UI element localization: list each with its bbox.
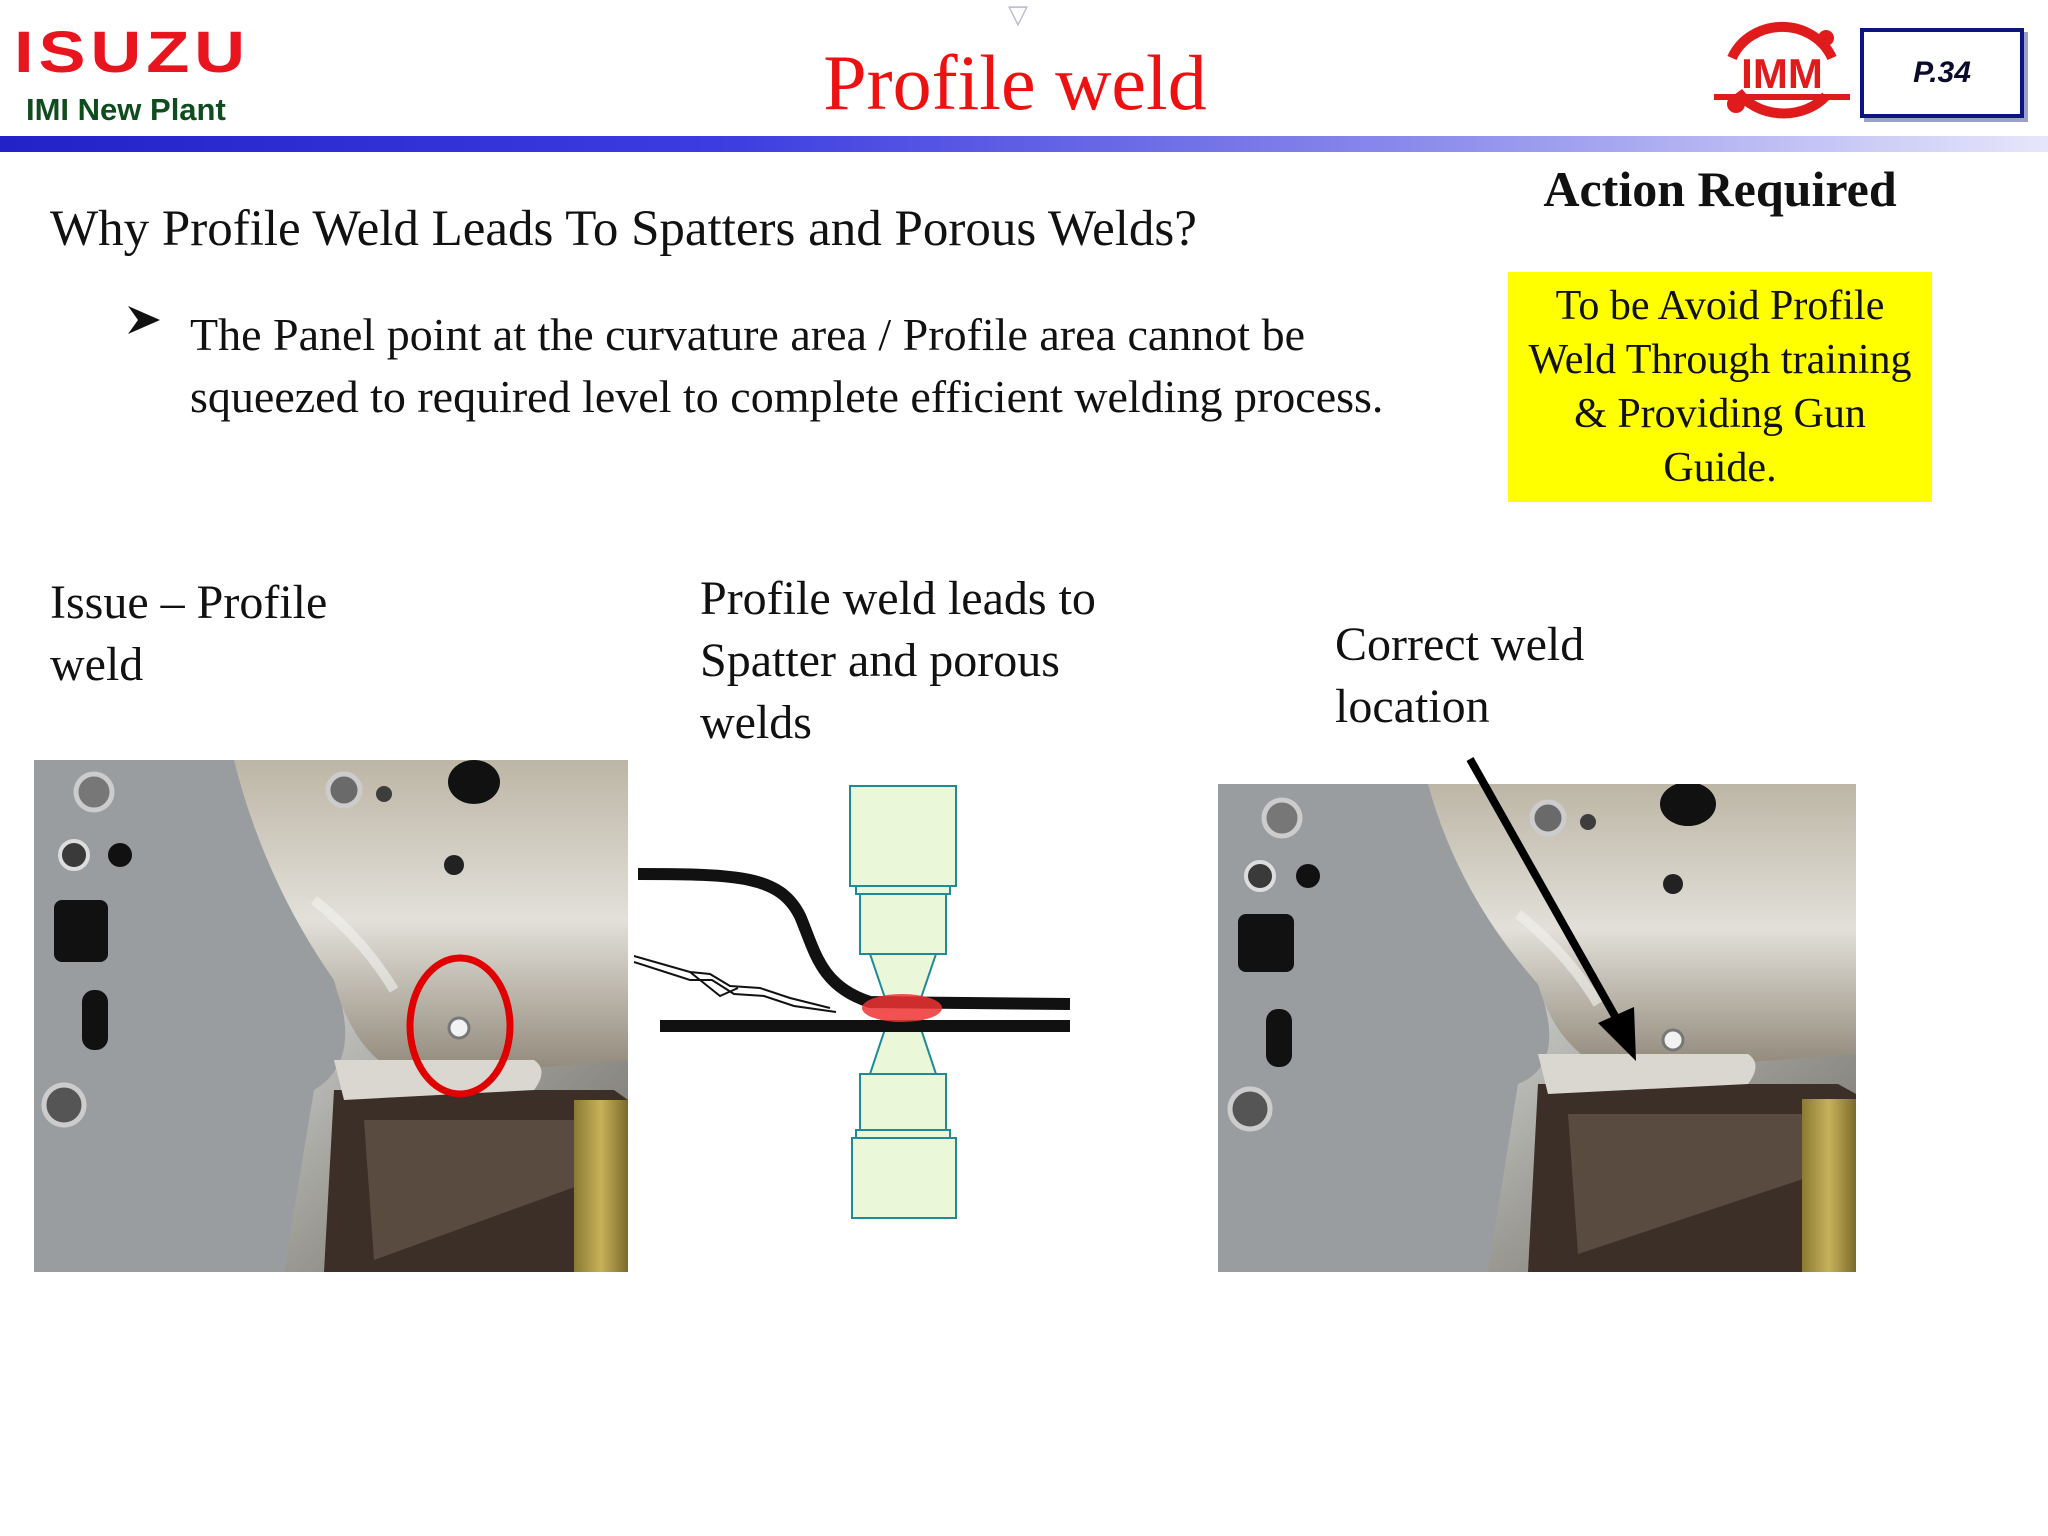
action-text: To be Avoid Profile Weld Through trainin… [1528,283,1912,491]
nav-marker-icon[interactable]: ▽ [1008,0,1028,30]
page-number-box: P.34 [1860,28,2024,118]
bullet-text: The Panel point at the curvature area / … [190,309,1384,422]
slide-title: Profile weld [823,39,1207,126]
isuzu-logo: ISUZU [14,22,250,80]
correct-weld-photo [1218,784,1856,1272]
issue-marker-circle [406,954,514,1098]
correct-caption: Correct weld location [1335,618,1585,733]
bullet-arrow-icon [128,306,160,334]
action-heading: Action Required [1543,161,1897,217]
page-number: P.34 [1913,56,1971,89]
diagram-caption: Profile weld leads to Spatter and porous… [700,572,1096,749]
imm-logo: IMM [1714,21,1850,119]
issue-caption: Issue – Profile weld [50,576,328,691]
plant-label: IMI New Plant [26,92,226,127]
svg-text:ISUZU: ISUZU [14,22,250,80]
pointer-arrow-icon [1466,757,1636,1061]
action-box: To be Avoid Profile Weld Through trainin… [1508,272,1932,502]
slide-question: Why Profile Weld Leads To Spatters and P… [50,201,1197,257]
header-divider [0,136,2048,152]
svg-text:IMM: IMM [1741,50,1823,97]
issue-weld-photo [34,760,628,1272]
weld-gun-diagram [633,785,1071,1219]
